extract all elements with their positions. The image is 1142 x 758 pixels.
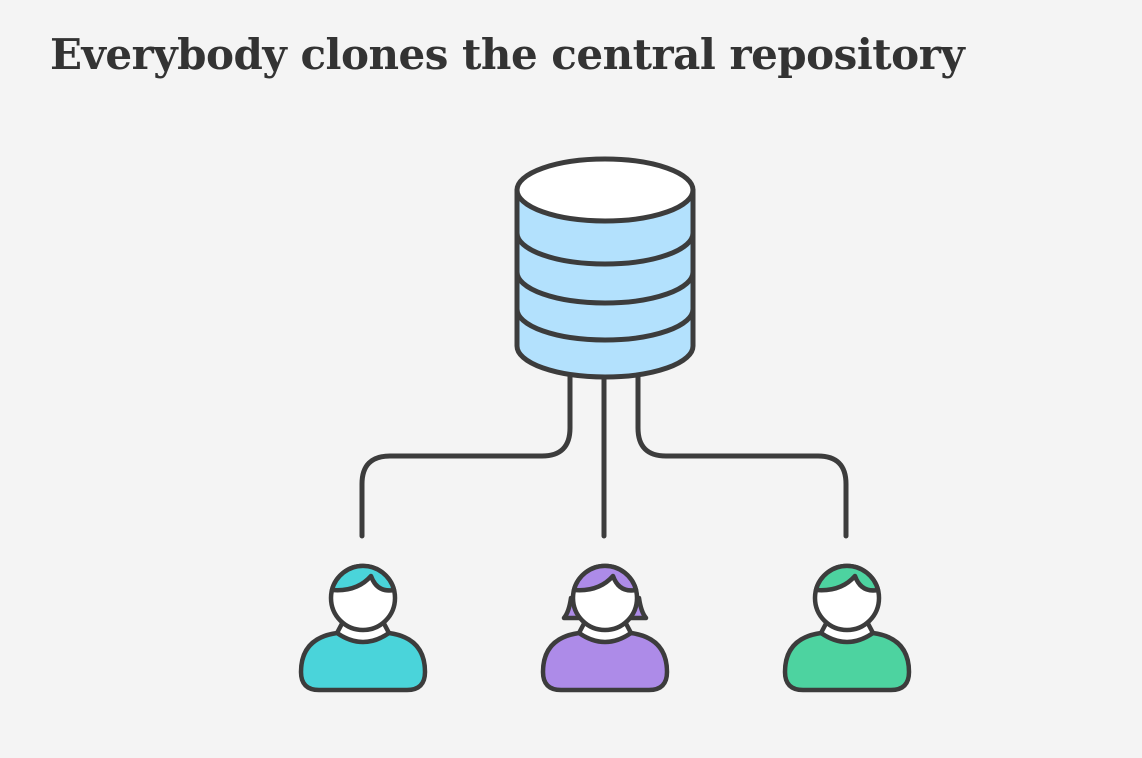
database-ring-2 <box>514 271 696 306</box>
user-hair <box>329 563 397 593</box>
database-ring-1 <box>514 232 696 267</box>
connector-right <box>635 373 849 539</box>
user-icon <box>540 563 670 693</box>
connector-left <box>359 373 573 539</box>
page-title: Everybody clones the central repository <box>50 30 965 79</box>
database-icon <box>514 156 696 380</box>
user-hair <box>813 563 881 593</box>
user-body <box>540 630 670 693</box>
user-icon <box>782 563 912 693</box>
connectors <box>359 373 849 539</box>
user-body <box>782 630 912 693</box>
user-icon <box>298 563 428 693</box>
database-top <box>514 156 696 224</box>
user-body <box>298 630 428 693</box>
user-hair <box>571 563 639 593</box>
database-body <box>514 187 696 380</box>
database-ring-3 <box>514 308 696 343</box>
